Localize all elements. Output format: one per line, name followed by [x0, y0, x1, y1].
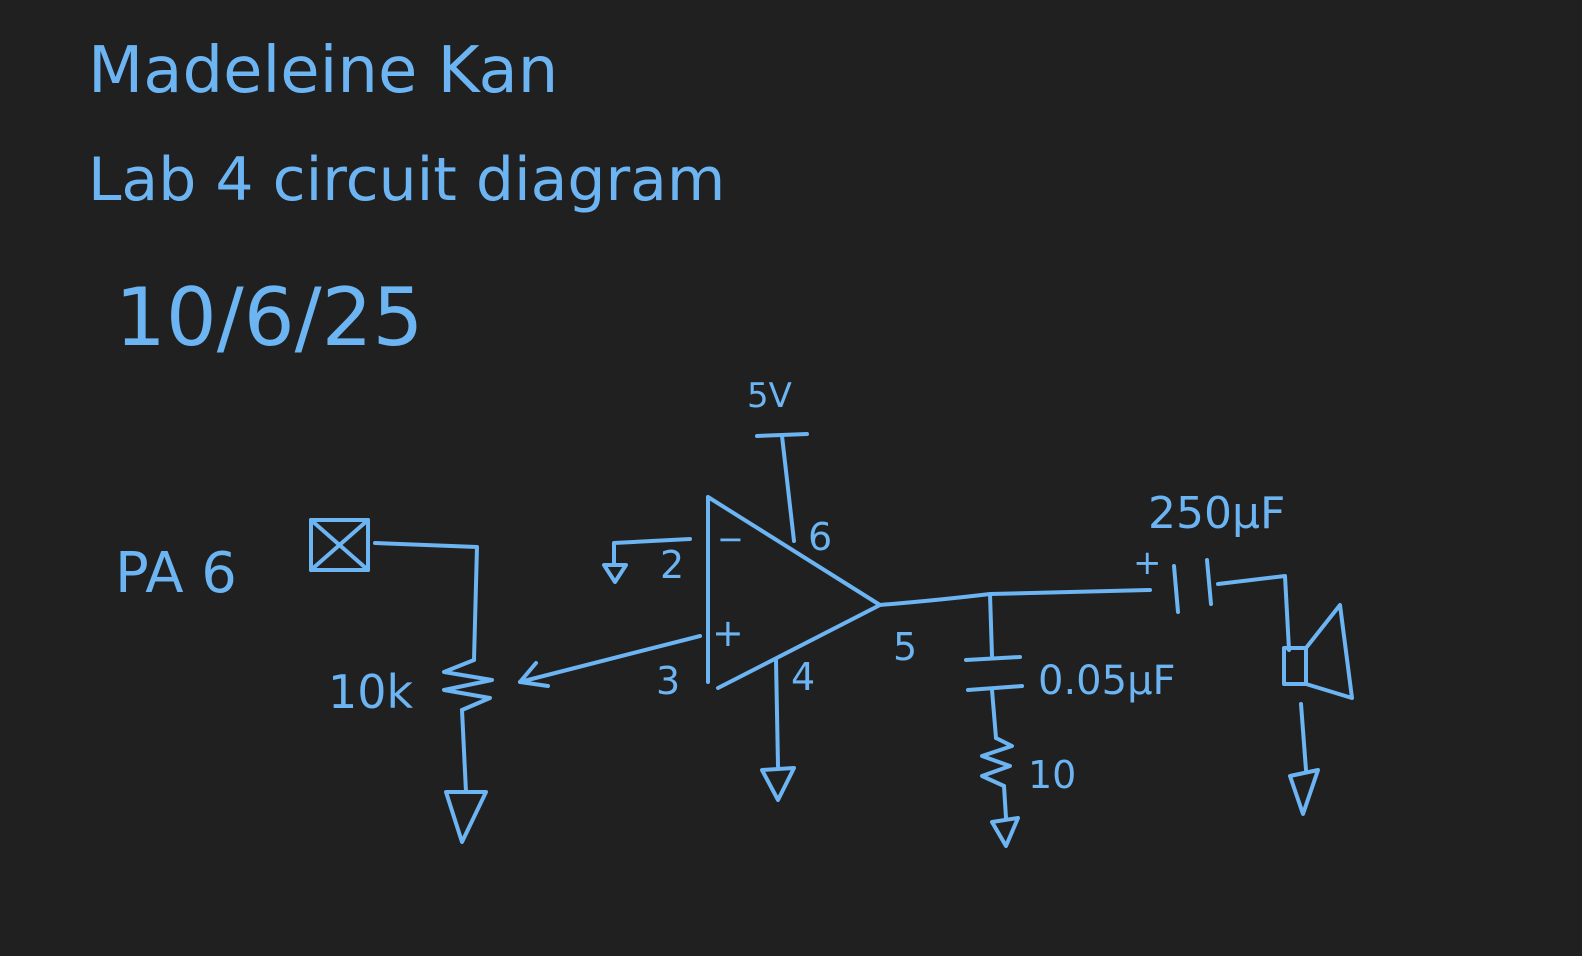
pin-3-label: 3 [656, 659, 680, 703]
pin-terminal-box-icon [309, 518, 370, 572]
potentiometer-icon [442, 658, 494, 712]
zobel-ground-icon [990, 816, 1020, 848]
zobel-resistor-icon [980, 736, 1014, 788]
author-name: Madeleine Kan [88, 34, 558, 108]
coupling-cap-plate-left-icon [1172, 564, 1180, 614]
wire-speaker-to-ground [1299, 702, 1308, 772]
coupling-cap-plate-right-icon [1205, 558, 1213, 606]
diagram-title: Lab 4 circuit diagram [88, 145, 725, 215]
pin-4-label: 4 [791, 655, 815, 699]
diagram-date: 10/6/25 [115, 271, 423, 364]
wire-pot-to-ground [460, 708, 468, 794]
wire-supply-to-pin6 [780, 434, 796, 543]
wire-pin2-to-ground [612, 537, 692, 567]
zobel-cap-label: 0.05µF [1038, 658, 1176, 704]
supply-voltage-label: 5V [747, 376, 792, 416]
pot-ground-icon [444, 790, 488, 844]
pin-2-label: 2 [660, 543, 684, 587]
pin-6-label: 6 [808, 515, 832, 559]
pot-value-label: 10k [328, 665, 414, 719]
pin-name-label: PA 6 [115, 541, 237, 606]
wire-pin4-to-ground [774, 658, 780, 768]
wire-cap-to-speaker [1216, 574, 1291, 652]
wire-output [878, 588, 1152, 607]
coupling-cap-polarity-label: + [1133, 543, 1162, 583]
wire-output-to-zobel-cap [988, 592, 994, 658]
pin-5-label: 5 [893, 625, 917, 669]
zobel-resistor-label: 10 [1028, 753, 1076, 797]
coupling-cap-label: 250µF [1148, 488, 1285, 539]
opamp-minus-label: − [717, 520, 744, 558]
circuit-ink: Madeleine Kan Lab 4 circuit diagram 10/6… [88, 34, 1354, 848]
speaker-ground-icon [1288, 768, 1320, 816]
speaker-icon [1282, 603, 1354, 700]
pin4-ground-icon [760, 766, 796, 802]
wire-wiper-to-plus [518, 634, 702, 684]
pin2-ground-icon [602, 563, 628, 584]
wire-zobel-res-to-ground [1002, 784, 1008, 820]
wire-zobel-cap-to-res [990, 688, 998, 740]
wire-pin-to-pot [373, 541, 479, 662]
zobel-cap-plate-bottom-icon [966, 684, 1024, 692]
wiper-arrow-icon [518, 661, 550, 688]
zobel-cap-plate-top-icon [964, 655, 1022, 662]
opamp-plus-label: + [712, 611, 744, 655]
